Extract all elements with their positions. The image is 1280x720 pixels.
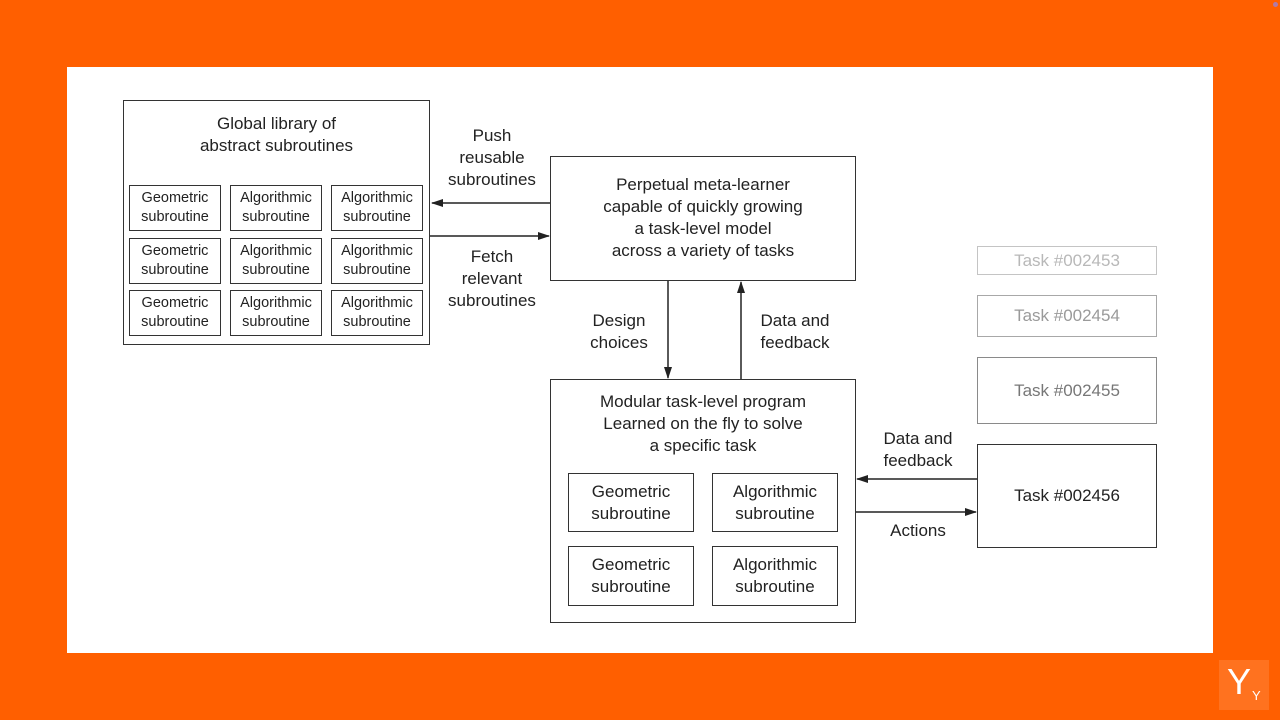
- program-subroutine: Geometric subroutine: [568, 546, 694, 606]
- program-subroutine: Algorithmic subroutine: [712, 473, 838, 532]
- library-subroutine: Geometric subroutine: [129, 290, 221, 336]
- task-box: Task #002454: [977, 295, 1157, 337]
- library-subroutine: Geometric subroutine: [129, 185, 221, 231]
- task-box: Task #002453: [977, 246, 1157, 275]
- design-choices-label: Design choices: [590, 311, 648, 352]
- library-subroutine: Algorithmic subroutine: [230, 238, 322, 284]
- task-program-title: Modular task-level program Learned on th…: [600, 392, 806, 455]
- fetch-label: Fetch relevant subroutines: [448, 247, 536, 310]
- library-subroutine: Algorithmic subroutine: [331, 185, 423, 231]
- library-subroutine: Algorithmic subroutine: [331, 290, 423, 336]
- global-library-title: Global library of abstract subroutines: [199, 114, 354, 155]
- meta-learner-box: Perpetual meta-learner capable of quickl…: [550, 156, 856, 281]
- program-subroutine: Geometric subroutine: [568, 473, 694, 532]
- actions-label: Actions: [890, 521, 946, 540]
- logo-subscript: Y: [1252, 688, 1261, 703]
- task-box: Task #002455: [977, 357, 1157, 424]
- program-subroutine: Algorithmic subroutine: [712, 546, 838, 606]
- library-subroutine: Geometric subroutine: [129, 238, 221, 284]
- task-program-box: Modular task-level program Learned on th…: [550, 379, 856, 623]
- corner-indicator-icon: [1273, 2, 1278, 7]
- logo-letter: Y: [1227, 661, 1252, 702]
- library-subroutine: Algorithmic subroutine: [331, 238, 423, 284]
- library-subroutine: Algorithmic subroutine: [230, 290, 322, 336]
- library-subroutine: Algorithmic subroutine: [230, 185, 322, 231]
- global-library-box: Global library of abstract subroutines G…: [123, 100, 430, 345]
- push-label: Push reusable subroutines: [448, 126, 536, 189]
- channel-logo: Y Y: [1219, 660, 1269, 710]
- task-data-feedback-label: Data and feedback: [883, 429, 953, 470]
- active-task-box: Task #002456: [977, 444, 1157, 548]
- data-feedback-label: Data and feedback: [760, 311, 830, 352]
- meta-learner-title: Perpetual meta-learner capable of quickl…: [603, 175, 803, 260]
